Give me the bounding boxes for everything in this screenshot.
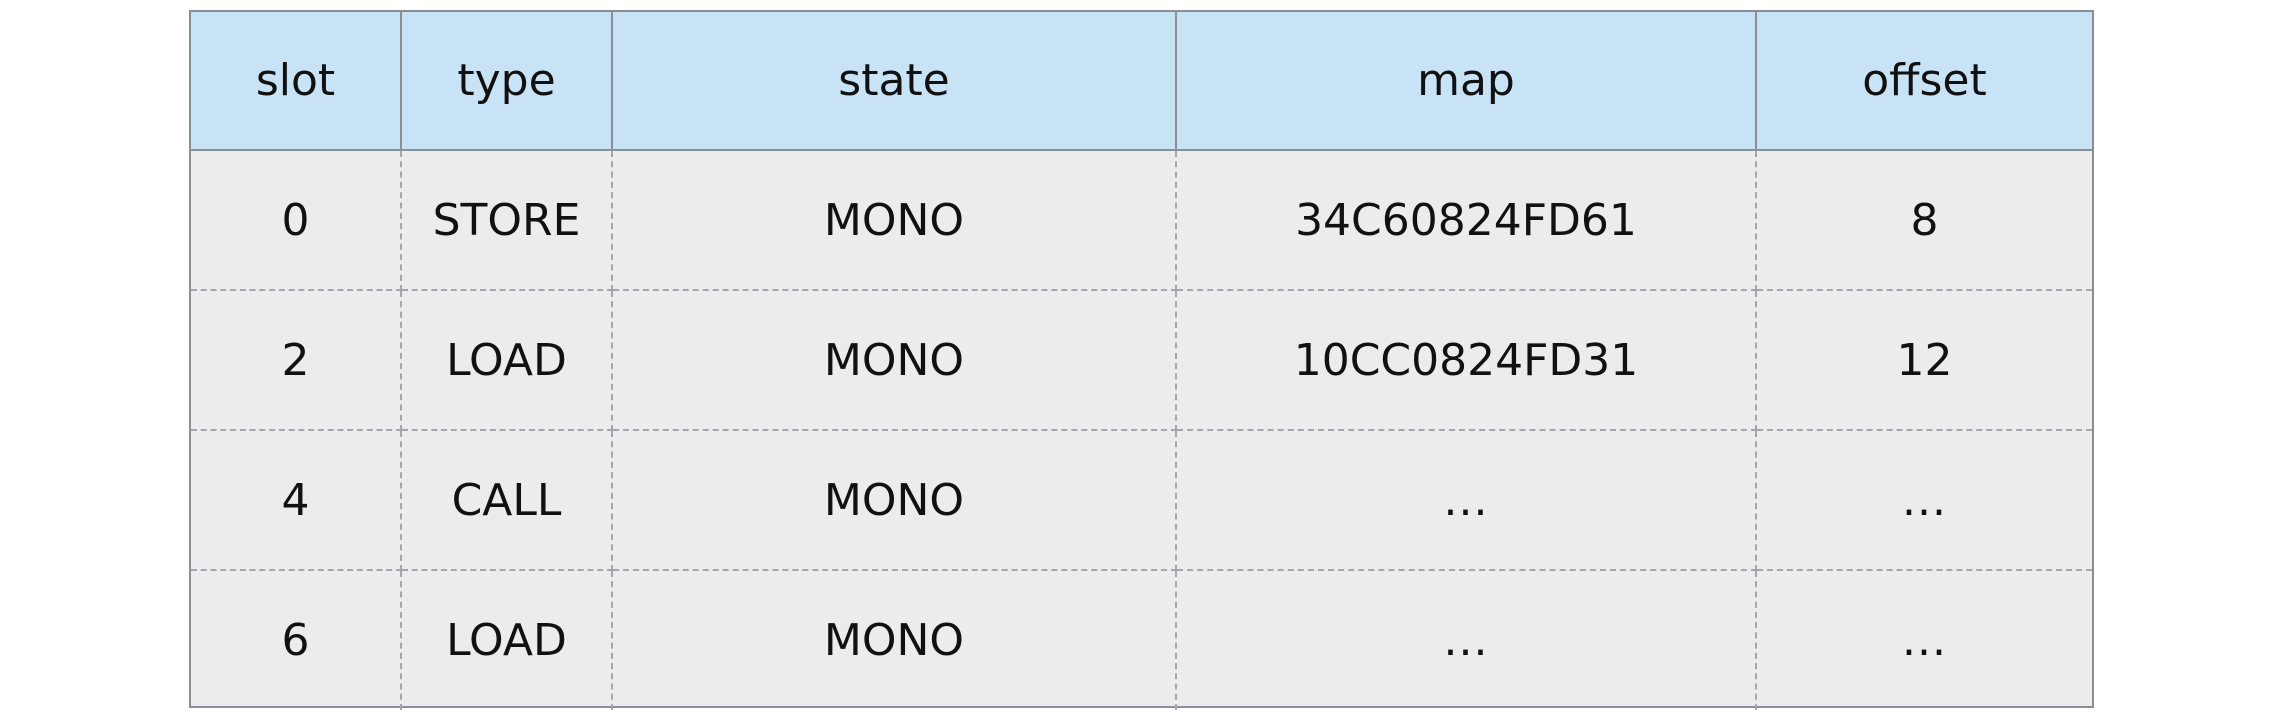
cell-map: 34C60824FD61 [1177, 151, 1757, 291]
cell-map: ... [1177, 431, 1757, 571]
cell-type: LOAD [402, 291, 613, 431]
header-slot: slot [191, 12, 402, 151]
cell-offset: ... [1902, 615, 1947, 666]
cell-offset: ... [1757, 431, 2092, 571]
cell-type: CALL [402, 431, 613, 571]
cell-map: 10CC0824FD31 [1177, 291, 1757, 431]
cell-offset: 12 [1757, 291, 2092, 431]
feedback-vector-table: slot type state map offset 0 STORE MONO … [189, 10, 2094, 710]
cell-state: MONO [613, 431, 1177, 571]
header-map: map [1177, 12, 1757, 151]
cell-state: MONO [613, 291, 1177, 431]
cell-state: MONO [613, 571, 1177, 710]
cell-state: MONO [613, 151, 1177, 291]
cell-slot: 2 [191, 291, 402, 431]
cell-slot: 6 [191, 571, 402, 710]
header-type: type [402, 12, 613, 151]
cell-map: ... [1177, 571, 1757, 710]
cell-offset: 8 [1757, 151, 2092, 291]
header-state: state [613, 12, 1177, 151]
cell-type: LOAD [402, 571, 613, 710]
cell-slot: 0 [191, 151, 402, 291]
header-offset: offset [1757, 12, 2092, 151]
cell-type: STORE [402, 151, 613, 291]
cell-slot: 4 [191, 431, 402, 571]
